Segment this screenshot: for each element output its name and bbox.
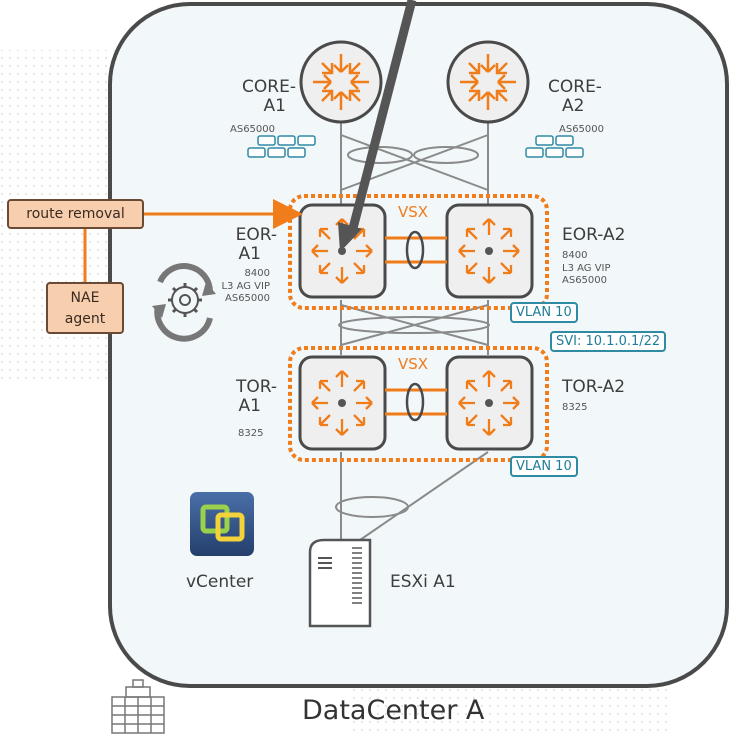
eor-vlan-tag: VLAN 10 (510, 302, 578, 323)
building-icon (111, 679, 165, 734)
eor-a2-switch-icon (445, 203, 534, 299)
tor-a2-switch-icon (445, 355, 534, 451)
svi-tag: SVI: 10.1.0.1/22 (550, 331, 667, 352)
eor-vsx-group (288, 194, 549, 310)
core-a1-asn: AS65000 (230, 124, 275, 135)
core-a1-label: CORE- A1 (242, 77, 296, 116)
eor-a1-label: EOR- A1 (235, 225, 277, 264)
eor-a2-details: 8400 L3 AG VIP AS65000 (562, 250, 611, 286)
datacenter-label: DataCenter A (302, 695, 485, 726)
eor-a2-label: EOR-A2 (562, 225, 626, 245)
core-a2-router-icon (446, 40, 530, 124)
tor-a1-switch-icon (298, 355, 387, 451)
tor-vlan-tag: VLAN 10 (510, 456, 578, 477)
tor-vsx-label: VSX (398, 355, 429, 373)
eor-a1-switch-icon (298, 203, 387, 299)
tor-a2-model: 8325 (562, 402, 588, 413)
vcenter-label: vCenter (186, 572, 254, 592)
route-removal-box: route removal (7, 199, 144, 229)
tor-isl-link (385, 382, 447, 422)
core-a2-asn: AS65000 (559, 124, 604, 135)
eor-a1-details: 8400 L3 AG VIP AS65000 (221, 268, 270, 304)
tor-a1-label: TOR- A1 (235, 377, 277, 416)
core-a2-ports-icon (525, 135, 584, 158)
vcenter-icon (190, 492, 254, 556)
nae-gear-icon (152, 263, 216, 342)
tor-a2-label: TOR-A2 (562, 377, 626, 397)
esxi-label: ESXi A1 (390, 572, 456, 592)
tor-a1-model: 8325 (238, 428, 264, 439)
eor-vsx-label: VSX (398, 203, 429, 221)
eor-isl-link (385, 230, 447, 270)
core-a1-ports-icon (247, 135, 316, 158)
nae-connectors (83, 199, 303, 282)
core-a1-router-icon (299, 40, 383, 124)
datacenter-frame (108, 2, 729, 688)
core-a2-label: CORE- A2 (548, 77, 602, 116)
incoming-arrow (338, 0, 417, 252)
eor-tor-links (338, 300, 490, 355)
tor-esxi-links (335, 451, 489, 541)
esxi-server-icon (308, 538, 372, 628)
tor-vsx-group (288, 346, 549, 462)
nae-agent-box: NAE agent (46, 282, 124, 334)
